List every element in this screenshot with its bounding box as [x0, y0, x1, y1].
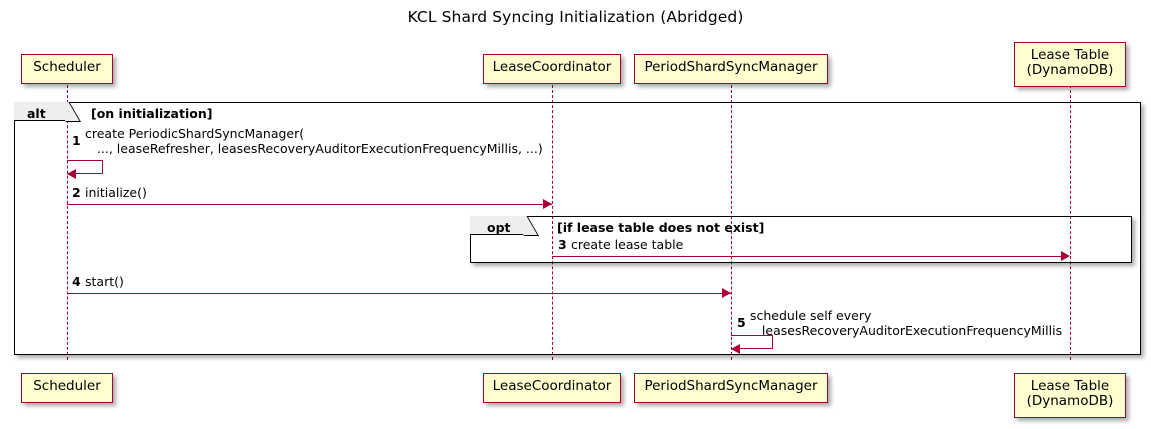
message-4-line — [67, 293, 731, 294]
participant-periodshardsyncmanager-top[interactable]: PeriodShardSyncManager — [634, 54, 828, 84]
message-3-line — [552, 256, 1061, 257]
message-3-arrowhead — [1061, 251, 1070, 261]
lifeline-scheduler — [67, 85, 68, 360]
message-2-arrowhead — [543, 199, 552, 209]
lifeline-periodshardsyncmanager — [731, 85, 732, 360]
participant-leasecoordinator-bottom[interactable]: LeaseCoordinator — [483, 373, 621, 403]
message-4-arrowhead — [722, 288, 731, 298]
message-5-arrowhead — [731, 344, 740, 354]
participant-scheduler-bottom[interactable]: Scheduler — [21, 373, 113, 403]
fragment-opt — [470, 216, 1132, 263]
message-5-label: schedule self every leasesRecoveryAudito… — [750, 308, 1063, 338]
participant-leasetable-bottom[interactable]: Lease Table (DynamoDB) — [1014, 373, 1126, 418]
diagram-title: KCL Shard Syncing Initialization (Abridg… — [407, 8, 744, 26]
message-3-number: 3 — [558, 237, 567, 252]
lifeline-leasetable — [1070, 85, 1071, 360]
lifeline-leasecoordinator — [552, 85, 553, 360]
fragment-opt-condition: [if lease table does not exist] — [557, 220, 765, 235]
participant-leasetable-top[interactable]: Lease Table (DynamoDB) — [1014, 42, 1126, 87]
fragment-alt-kind: alt — [27, 106, 46, 121]
message-5-number: 5 — [737, 315, 746, 330]
message-1-arrowhead — [67, 169, 76, 179]
message-1-self-loop — [67, 160, 103, 174]
message-2-number: 2 — [72, 185, 81, 200]
participant-periodshardsyncmanager-bottom[interactable]: PeriodShardSyncManager — [634, 373, 828, 403]
message-3-label: create lease table — [571, 237, 684, 252]
participant-leasecoordinator-top[interactable]: LeaseCoordinator — [483, 54, 621, 84]
participant-scheduler-top[interactable]: Scheduler — [21, 54, 113, 84]
fragment-alt-condition: [on initialization] — [91, 106, 213, 121]
message-1-number: 1 — [72, 133, 81, 148]
message-4-number: 4 — [72, 274, 81, 289]
message-2-line — [67, 204, 552, 205]
message-2-label: initialize() — [85, 185, 147, 200]
fragment-alt — [14, 102, 1141, 355]
message-1-label: create PeriodicShardSyncManager( ..., le… — [85, 126, 543, 156]
message-4-label: start() — [85, 274, 124, 289]
message-5-self-loop — [731, 335, 773, 349]
fragment-opt-kind: opt — [487, 220, 511, 235]
